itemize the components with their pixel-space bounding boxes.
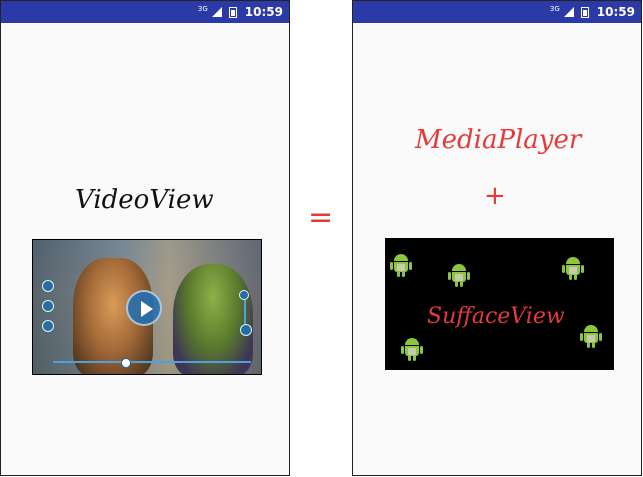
- pause-icon[interactable]: [42, 320, 54, 332]
- signal-icon: [211, 7, 222, 17]
- android-robot-icon: [390, 254, 412, 278]
- signal-icon: [563, 7, 574, 17]
- mediaplayer-title: MediaPlayer: [415, 125, 582, 155]
- volume-icon[interactable]: [240, 324, 252, 336]
- network-type: 3G: [549, 5, 560, 13]
- surface-view: SuffaceView: [385, 238, 614, 370]
- clock: 10:59: [244, 5, 283, 19]
- video-player[interactable]: [32, 239, 262, 375]
- volume-slider-track[interactable]: [244, 294, 246, 328]
- seek-bar[interactable]: [53, 361, 251, 363]
- android-robot-icon: [562, 257, 584, 281]
- android-robot-icon: [580, 325, 602, 349]
- seek-knob[interactable]: [121, 358, 131, 368]
- plus-sign: +: [484, 181, 506, 211]
- right-phone-screen: 3G 10:59 MediaPlayer + SuffaceView: [352, 0, 642, 476]
- videoview-title: VideoView: [75, 185, 214, 215]
- battery-icon: [228, 6, 237, 18]
- status-bar: 3G 10:59: [353, 1, 641, 23]
- clock: 10:59: [596, 5, 635, 19]
- video-character-right: [173, 264, 253, 374]
- play-icon[interactable]: [126, 290, 162, 326]
- equals-sign: =: [308, 200, 334, 235]
- android-robot-icon: [401, 338, 423, 362]
- left-phone-screen: 3G 10:59 VideoView: [0, 0, 290, 476]
- volume-slider-knob[interactable]: [239, 290, 249, 300]
- settings-icon[interactable]: [42, 300, 54, 312]
- info-icon[interactable]: [42, 280, 54, 292]
- network-type: 3G: [197, 5, 208, 13]
- surfaceview-label: SuffaceView: [427, 304, 565, 329]
- battery-icon: [580, 6, 589, 18]
- android-robot-icon: [448, 264, 470, 288]
- status-bar: 3G 10:59: [1, 1, 289, 23]
